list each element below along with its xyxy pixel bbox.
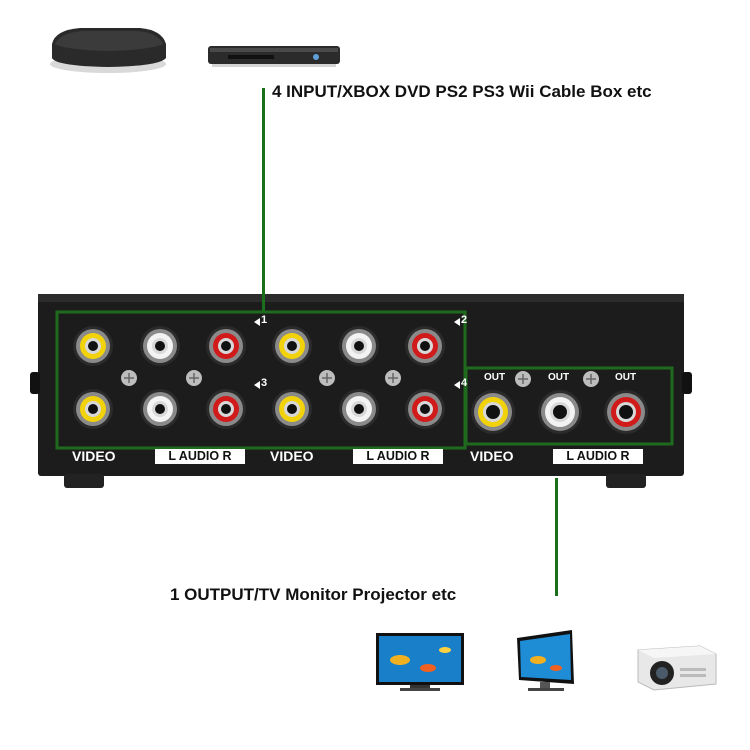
input-caption: 4 INPUT/XBOX DVD PS2 PS3 Wii Cable Box e…	[272, 82, 652, 101]
output-caption: 1 OUTPUT/TV Monitor Projector etc	[170, 585, 457, 604]
port-number-1: 1	[261, 314, 268, 326]
av-switch-case	[30, 294, 692, 488]
port-number-3: 3	[261, 377, 268, 389]
tv-box-icon	[50, 28, 166, 73]
projector-icon	[637, 645, 717, 691]
rca-jack-yellow-9[interactable]	[272, 389, 312, 429]
dvd-player-icon	[208, 46, 340, 67]
rca-jack-white-7[interactable]	[140, 389, 180, 429]
out-label-audio-l: OUT	[548, 372, 570, 383]
rca-jack-white-10[interactable]	[339, 389, 379, 429]
port-number-2: 2	[461, 314, 468, 326]
audio-label-output: L AUDIO R	[553, 449, 643, 464]
video-label-output: VIDEO	[470, 448, 514, 464]
video-label-input-b: VIDEO	[270, 448, 314, 464]
audio-label-input-b: L AUDIO R	[353, 449, 443, 464]
rca-jack-white-1[interactable]	[140, 326, 180, 366]
rca-jack-red-11[interactable]	[405, 389, 445, 429]
tv-icon	[376, 633, 464, 691]
rca-jack-red-2[interactable]	[206, 326, 246, 366]
out-label-audio-r: OUT	[615, 372, 637, 383]
video-label-input-a: VIDEO	[72, 448, 116, 464]
rca-jack-red-5[interactable]	[405, 326, 445, 366]
port-number-4: 4	[461, 377, 468, 389]
rca-jack-yellow-12[interactable]	[471, 390, 515, 434]
rca-jack-red-14[interactable]	[604, 390, 648, 434]
input-connector-line	[262, 88, 265, 312]
output-highlight-frame	[464, 366, 674, 446]
rca-jack-yellow-3[interactable]	[272, 326, 312, 366]
rca-jack-white-13[interactable]	[538, 390, 582, 434]
rca-jack-yellow-0[interactable]	[73, 326, 113, 366]
rca-jack-white-4[interactable]	[339, 326, 379, 366]
output-connector-line	[555, 478, 558, 596]
audio-label-input-a: L AUDIO R	[155, 449, 245, 464]
rca-jack-yellow-6[interactable]	[73, 389, 113, 429]
monitor-icon	[517, 630, 574, 691]
screw-icon	[121, 370, 599, 387]
out-label-video: OUT	[484, 372, 506, 383]
rca-jack-red-8[interactable]	[206, 389, 246, 429]
